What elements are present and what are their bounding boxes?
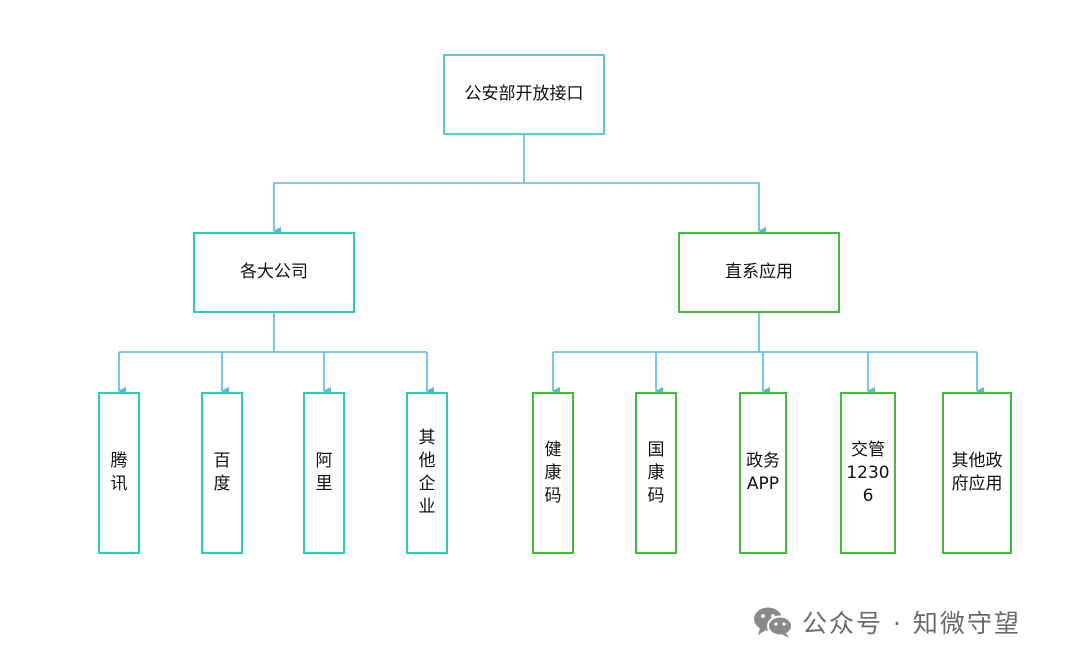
leaf-label: 国康码 bbox=[647, 439, 665, 506]
leaf-label: 其他企业 bbox=[418, 428, 436, 517]
branch-label: 直系应用 bbox=[725, 262, 793, 282]
leaf-node-12306: 交管12306 bbox=[840, 392, 896, 554]
branch-node-companies: 各大公司 bbox=[193, 232, 355, 313]
leaf-label: 政务APP bbox=[746, 451, 780, 494]
leaf-node-guokang-code: 国康码 bbox=[635, 392, 677, 554]
leaf-label: 其他政府应用 bbox=[951, 451, 1003, 494]
leaf-node-gov-app: 政务APP bbox=[739, 392, 787, 554]
leaf-label: 阿里 bbox=[315, 451, 333, 494]
root-node: 公安部开放接口 bbox=[443, 54, 605, 135]
branch-label: 各大公司 bbox=[240, 262, 308, 282]
leaf-label: 交管12306 bbox=[846, 439, 890, 506]
leaf-node-baidu: 百度 bbox=[201, 392, 243, 554]
wechat-icon bbox=[754, 607, 793, 638]
leaf-label: 健康码 bbox=[544, 439, 562, 506]
connector-root-to-companies bbox=[273, 182, 524, 235]
branch-node-direct-apps: 直系应用 bbox=[678, 232, 840, 313]
leaf-node-alibaba: 阿里 bbox=[303, 392, 345, 554]
leaf-node-other-gov-apps: 其他政府应用 bbox=[942, 392, 1012, 554]
leaf-label: 腾讯 bbox=[110, 451, 128, 494]
leaf-node-health-code: 健康码 bbox=[532, 392, 574, 554]
leaf-node-tencent: 腾讯 bbox=[98, 392, 140, 554]
watermark: 公众号 · 知微守望 bbox=[752, 604, 1021, 640]
watermark-text: 公众号 · 知微守望 bbox=[802, 609, 1021, 638]
leaf-node-other-companies: 其他企业 bbox=[406, 392, 448, 554]
leaf-label: 百度 bbox=[213, 451, 231, 494]
root-label: 公安部开放接口 bbox=[464, 84, 584, 104]
connector-root-to-direct-apps bbox=[524, 182, 766, 235]
